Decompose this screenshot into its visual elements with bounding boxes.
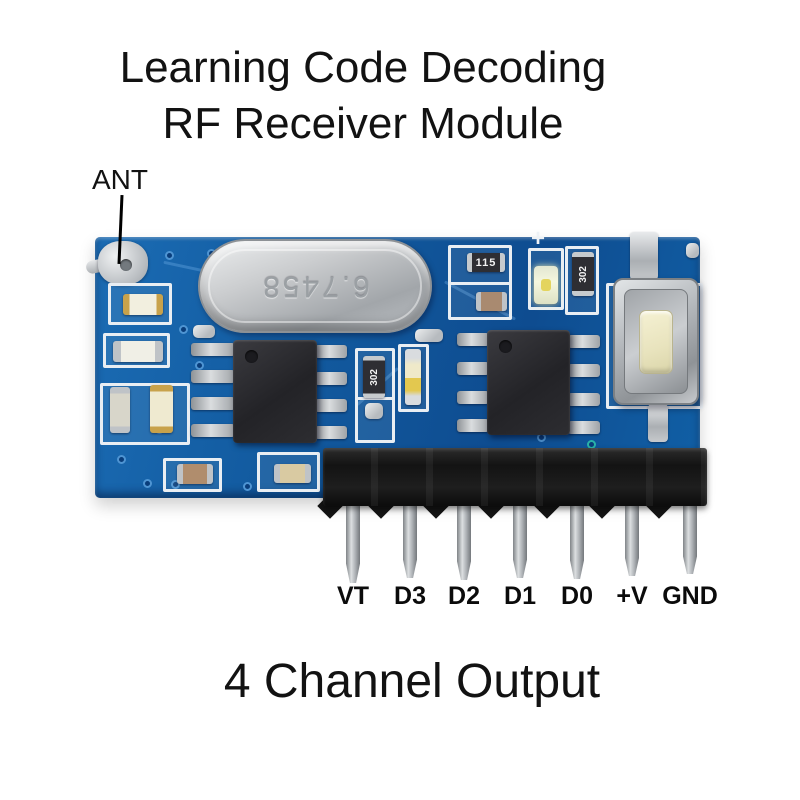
via <box>179 325 188 334</box>
ic-lead <box>315 345 347 358</box>
smd-capacitor <box>476 292 507 311</box>
via <box>195 361 204 370</box>
ic-dimple <box>245 350 258 363</box>
solder-pad <box>365 403 383 419</box>
pin-label-d3: D3 <box>394 582 426 610</box>
ic-lead <box>191 343 235 356</box>
via <box>165 251 174 260</box>
resistor-115-marking: 115 <box>475 256 497 269</box>
crystal-oscillator: 6.7458 <box>198 239 432 333</box>
via <box>117 455 126 464</box>
ic-dimple <box>499 340 512 353</box>
antenna-hole <box>120 259 132 271</box>
ic-lead <box>568 393 600 406</box>
ic-lead <box>315 372 347 385</box>
button-cap <box>639 309 673 374</box>
smd-resistor-302-top: 302 <box>572 252 594 296</box>
pin-plus-v <box>625 486 639 576</box>
ic-lead <box>568 421 600 434</box>
crystal-pad <box>415 329 443 342</box>
pin-d0 <box>570 486 584 579</box>
ic-lead <box>191 370 235 383</box>
smd-capacitor <box>150 385 173 433</box>
ic-lead <box>315 426 347 439</box>
ic-lead <box>457 391 489 404</box>
silkscreen-box <box>108 283 172 325</box>
antenna-solder-pad <box>98 241 148 285</box>
ic-lead <box>457 333 489 346</box>
pin-label-gnd: GND <box>662 582 718 610</box>
decoder-ic-1 <box>233 340 317 443</box>
pin-label-vt: VT <box>337 582 369 610</box>
silkscreen-divider <box>355 397 395 400</box>
silkscreen-divider <box>448 282 512 285</box>
pin-vt <box>346 486 360 583</box>
learning-button <box>613 278 699 405</box>
title-line-1: Learning Code Decoding <box>119 43 607 92</box>
button-tab-top <box>630 232 658 280</box>
smd-resistor-302-mid: 302 <box>363 356 385 398</box>
crystal-pad <box>193 325 215 338</box>
pcb-board: 6.7458 115 302 302 <box>84 225 703 498</box>
via <box>143 479 152 488</box>
smd-capacitor <box>113 341 163 362</box>
title-line-2: RF Receiver Module <box>162 99 564 148</box>
ic-lead <box>191 424 235 437</box>
crystal-marking: 6.7458 <box>260 270 370 303</box>
pin-d1 <box>513 486 527 578</box>
pin-label-plus-v: +V <box>616 582 648 610</box>
pin-d2 <box>457 486 471 580</box>
smd-capacitor <box>110 387 130 433</box>
smd-capacitor <box>405 349 421 405</box>
via <box>243 482 252 491</box>
ic-lead <box>457 362 489 375</box>
led-indicator <box>534 266 558 304</box>
ic-lead <box>315 399 347 412</box>
smd-capacitor <box>177 464 213 484</box>
pin-label-d0: D0 <box>561 582 593 610</box>
resistor-302-marking: 302 <box>368 368 380 386</box>
pin-header <box>323 448 707 506</box>
smd-resistor-115: 115 <box>467 253 505 272</box>
pin-label-d2: D2 <box>448 582 480 610</box>
corner-pad <box>686 243 699 258</box>
smd-capacitor <box>274 464 311 483</box>
button-tab-bottom <box>648 404 668 442</box>
ic-lead <box>457 419 489 432</box>
ic-lead <box>568 335 600 348</box>
antenna-label: ANT <box>92 164 148 195</box>
decoder-ic-2 <box>487 330 570 435</box>
ic-lead <box>191 397 235 410</box>
pin-d3 <box>403 486 417 578</box>
channel-caption: 4 Channel Output <box>223 655 601 708</box>
pin-label-d1: D1 <box>504 582 536 610</box>
resistor-302-marking: 302 <box>577 265 589 283</box>
plus-silkscreen: + <box>531 225 546 252</box>
ic-lead <box>568 364 600 377</box>
smd-capacitor <box>123 294 163 315</box>
page-title: Learning Code Decoding RF Receiver Modul… <box>0 40 726 152</box>
pin-gnd <box>683 486 697 574</box>
via <box>171 480 180 489</box>
